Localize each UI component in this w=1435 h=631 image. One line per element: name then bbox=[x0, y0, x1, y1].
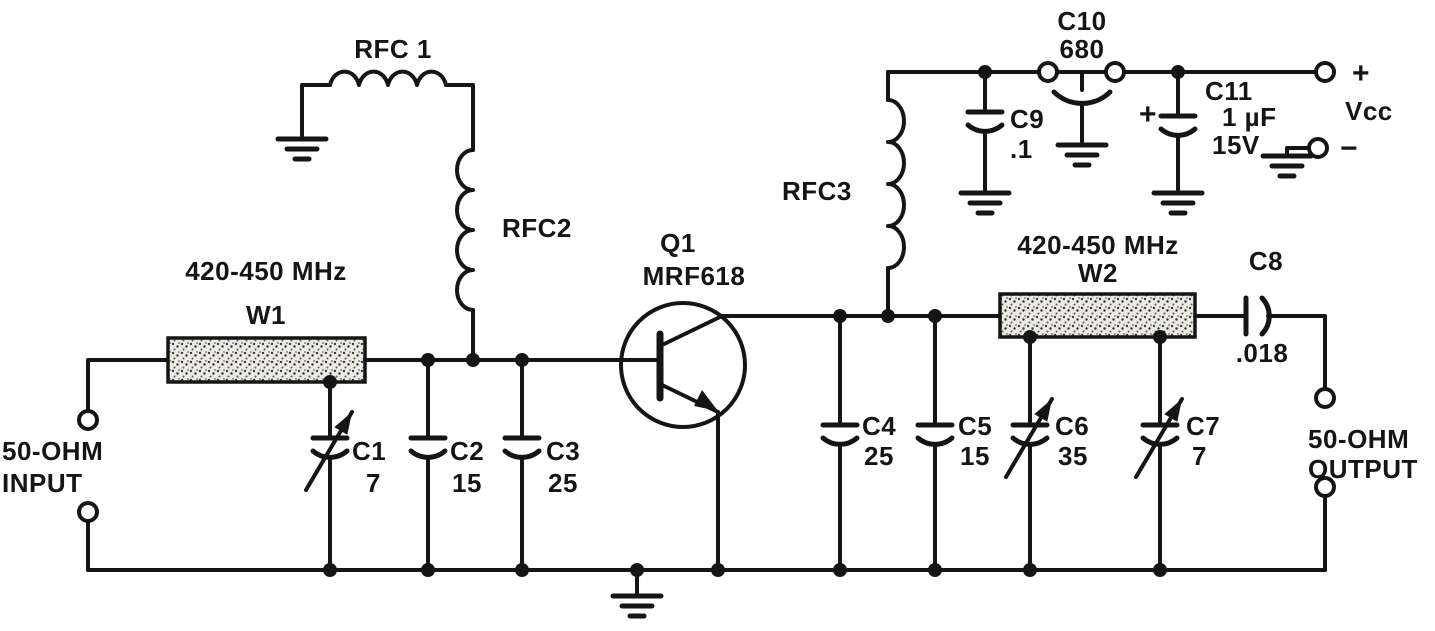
vcc-positive-terminal bbox=[1314, 61, 1336, 83]
c6-label: C6 bbox=[1055, 411, 1089, 441]
ground-symbol bbox=[275, 136, 329, 162]
c5-value: 15 bbox=[960, 441, 990, 471]
ground-rail bbox=[86, 563, 1327, 619]
c3-value: 25 bbox=[548, 468, 578, 498]
ground-symbol bbox=[610, 593, 664, 619]
c11-electrolytic-capacitor: + C11 1 µF 15V bbox=[1139, 70, 1277, 216]
rfc1-inductor: RFC 1 bbox=[275, 34, 475, 162]
c7-capacitor: C7 7 bbox=[1134, 335, 1220, 572]
ground-symbol bbox=[1151, 190, 1205, 216]
c11-voltage: 15V bbox=[1212, 130, 1260, 160]
q1-transistor: Q1 MRF618 bbox=[619, 228, 747, 572]
collector-net-wire bbox=[720, 309, 1002, 323]
base-net-wire bbox=[363, 353, 662, 367]
c2-value: 15 bbox=[452, 468, 482, 498]
c4-label: C4 bbox=[862, 411, 896, 441]
output-section: 50-OHM OUTPUT bbox=[1308, 387, 1418, 572]
w1-microstrip: 420-450 MHz W1 bbox=[166, 256, 367, 389]
c4-value: 25 bbox=[864, 441, 894, 471]
c5-label: C5 bbox=[958, 411, 992, 441]
c2-capacitor: C2 15 bbox=[408, 358, 484, 572]
c10-label: C10 bbox=[1057, 6, 1106, 36]
c6-value: 35 bbox=[1058, 441, 1088, 471]
vcc-minus-sign: − bbox=[1340, 132, 1358, 165]
c1-value: 7 bbox=[366, 468, 381, 498]
c11-value: 1 µF bbox=[1222, 102, 1277, 132]
c1-capacitor: C1 7 bbox=[304, 380, 386, 572]
w1-label: W1 bbox=[246, 300, 286, 330]
c9-capacitor: C9 .1 bbox=[958, 70, 1044, 216]
rfc3-inductor: RFC3 bbox=[782, 70, 906, 318]
ground-symbol bbox=[1260, 153, 1314, 179]
c11-label: C11 bbox=[1205, 76, 1253, 106]
w2-frequency-label: 420-450 MHz bbox=[1017, 230, 1179, 260]
c3-label: C3 bbox=[546, 436, 580, 466]
supply-line: + Vcc − bbox=[886, 57, 1393, 179]
w1-frequency-label: 420-450 MHz bbox=[185, 256, 347, 286]
c8-value: .018 bbox=[1236, 338, 1289, 368]
vcc-plus-sign: + bbox=[1352, 57, 1370, 90]
c2-label: C2 bbox=[450, 436, 484, 466]
rfc2-label: RFC2 bbox=[502, 213, 572, 243]
input-terminal-bottom bbox=[77, 501, 99, 523]
c8-label: C8 bbox=[1249, 246, 1283, 276]
ground-symbol bbox=[1055, 142, 1109, 168]
c7-value: 7 bbox=[1192, 441, 1207, 471]
output-label-line2: OUTPUT bbox=[1308, 454, 1418, 484]
ground-symbol bbox=[958, 190, 1012, 216]
c7-label: C7 bbox=[1186, 411, 1220, 441]
vcc-label: Vcc bbox=[1345, 96, 1393, 126]
c5-capacitor: C5 15 bbox=[915, 314, 992, 572]
rfc2-inductor: RFC2 bbox=[455, 148, 572, 362]
rfc1-label: RFC 1 bbox=[354, 34, 432, 64]
c8-capacitor: C8 .018 bbox=[1193, 246, 1327, 391]
c6-capacitor: C6 35 bbox=[1004, 335, 1089, 572]
w2-microstrip: 420-450 MHz W2 bbox=[998, 230, 1197, 344]
output-terminal-top bbox=[1314, 387, 1336, 409]
input-section: 50-OHM INPUT bbox=[2, 358, 170, 572]
c3-capacitor: C3 25 bbox=[502, 358, 580, 572]
c4-capacitor: C4 25 bbox=[820, 314, 896, 572]
q1-part-label: MRF618 bbox=[643, 261, 746, 291]
c9-label: C9 bbox=[1010, 104, 1044, 134]
c11-polarity-sign: + bbox=[1139, 98, 1157, 131]
q1-ref-label: Q1 bbox=[660, 228, 696, 258]
output-label-line1: 50-OHM bbox=[1308, 424, 1409, 454]
rfc3-label: RFC3 bbox=[782, 176, 852, 206]
input-label-line2: INPUT bbox=[2, 468, 83, 498]
vcc-negative-terminal bbox=[1307, 137, 1329, 159]
input-label-line1: 50-OHM bbox=[2, 436, 103, 466]
w2-label: W2 bbox=[1078, 258, 1118, 288]
c10-value: 680 bbox=[1060, 34, 1105, 64]
c10-feedthrough-capacitor: C10 680 bbox=[1037, 6, 1126, 168]
c1-label: C1 bbox=[352, 436, 386, 466]
c9-value: .1 bbox=[1010, 134, 1033, 164]
input-terminal-top bbox=[77, 409, 99, 431]
